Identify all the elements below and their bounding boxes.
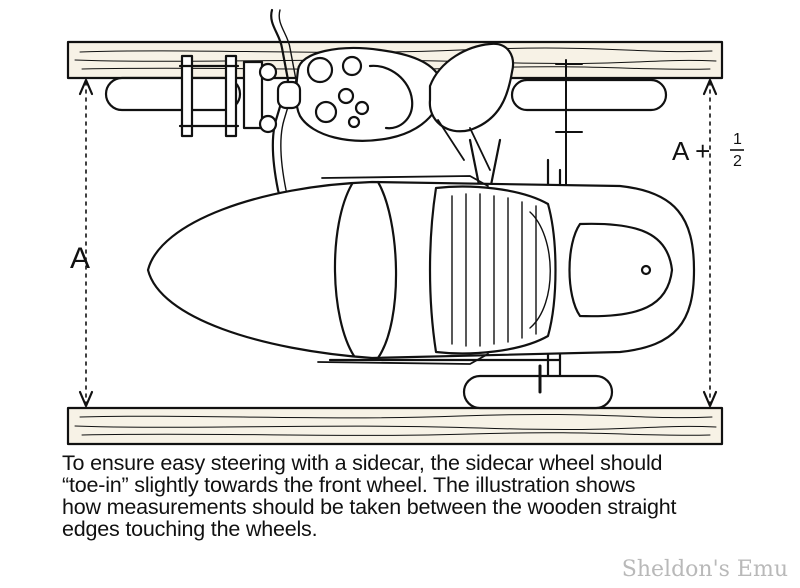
caption-line: To ensure easy steering with a sidecar, …	[62, 451, 663, 475]
dimension-line-a-plus-half	[702, 78, 718, 408]
bottom-straight-edge	[66, 406, 724, 446]
fraction-numerator: 1	[733, 131, 742, 148]
watermark: Sheldon's Emu	[621, 557, 788, 582]
sidecar-wheel	[462, 374, 614, 410]
caption: To ensure easy steering with a sidecar, …	[62, 452, 782, 540]
dimension-label-a-plus: A +	[672, 136, 710, 166]
fuel-tank	[276, 46, 443, 142]
saddle	[428, 42, 515, 133]
rear-wheel	[510, 78, 668, 112]
caption-line: how measurements should be taken between…	[62, 495, 677, 519]
front-forks	[178, 54, 264, 138]
front-wheel	[104, 76, 242, 112]
rear-axle	[555, 59, 583, 201]
fraction-denominator: 2	[733, 153, 742, 170]
caption-line: edges touching the wheels.	[62, 517, 318, 541]
dimension-label-a: A	[70, 242, 90, 275]
handlebars	[270, 8, 290, 214]
sidecar-alignment-diagram: A A + 1 2	[66, 8, 744, 446]
sidecar-body	[146, 175, 696, 365]
caption-line: “toe-in” slightly towards the front whee…	[62, 473, 636, 497]
dimension-line-a	[78, 78, 94, 408]
